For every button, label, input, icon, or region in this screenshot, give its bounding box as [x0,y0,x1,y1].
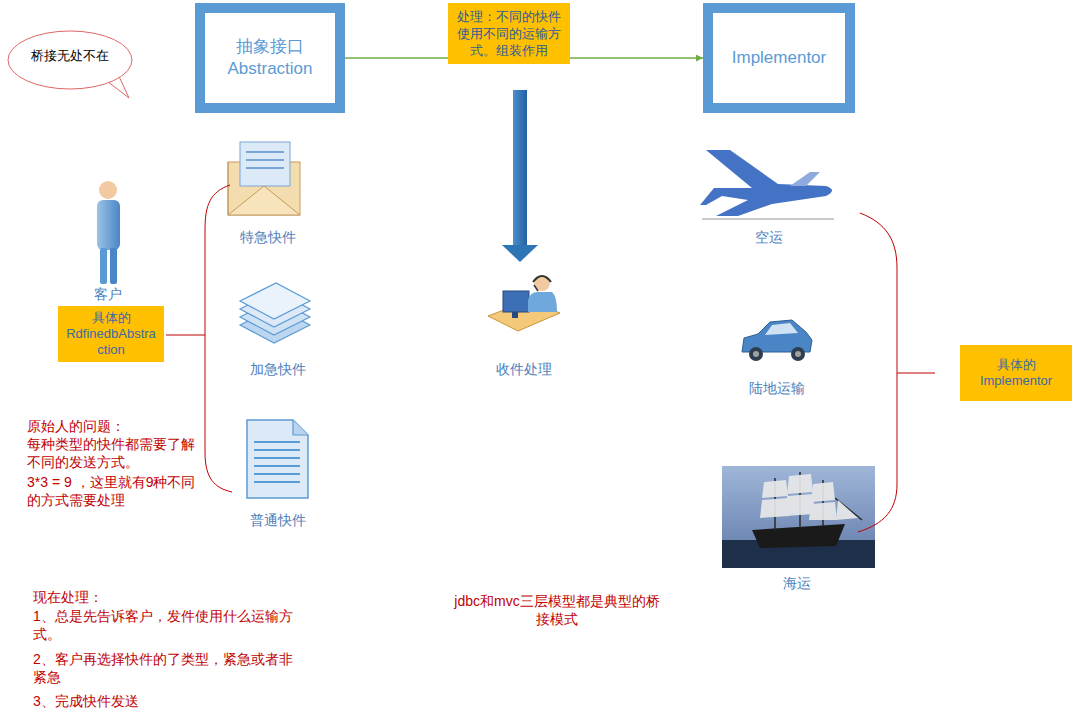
arrow-head [502,245,538,262]
customer-figure [97,181,120,284]
node-text: Implementor [732,47,826,69]
head [99,181,117,199]
node-text: RdfinedbAbstraction [64,326,158,358]
actor-label: 客户 [58,285,158,303]
icon-label: 陆地运输 [727,379,827,397]
icon-label: 特急快件 [218,228,318,246]
concrete-implementor-tag: 具体的Implementor [960,345,1072,401]
leg [110,248,117,284]
car-icon [742,320,812,361]
note-heading: 原始人的问题： [27,417,199,435]
letter [240,142,290,186]
edge-label: 处理：不同的快件使用不同的运输方式。组装作用 [448,3,570,64]
note-heading: 现在处理： [33,588,293,606]
implementor-box: Implementor [703,3,855,113]
envelope-icon [228,142,300,215]
note-text: 1、总是先告诉客户，发件使用什么运输方式。 [33,607,293,643]
arrow-shaft [513,90,527,246]
body [97,200,120,250]
envelope-front [228,186,300,215]
right-bracket-tick [897,373,935,374]
note-text: 3*3 = 9 ，这里就有9种不同的方式需要处理 [27,473,199,509]
node-text: 具体的 [92,310,131,326]
abstraction-box: 抽象接口Abstraction [195,3,345,113]
icon-label: 空运 [719,228,819,246]
note-text: 每种类型的快件都需要了解不同的发送方式。 [27,435,199,471]
node-text: Implementor [980,373,1052,389]
note-text: 2、客户再选择快件的了类型，紧急或者非紧急 [33,650,293,686]
down-arrow [502,90,538,262]
right-bracket [858,213,897,532]
left-bracket-tick [166,335,205,336]
bracket-lines [166,185,935,532]
bubble-ellipse [8,31,132,89]
ship-picture [722,466,875,568]
paper-stack-icon [240,283,310,343]
node-text: 抽象接口 [236,36,304,58]
left-bracket [205,185,232,492]
icon-label: 收件处理 [474,360,574,378]
leg [100,248,107,284]
icon-label: 普通快件 [228,511,328,529]
note-text: 3、完成快件发送 [33,692,293,710]
icon-label: 海运 [747,574,847,592]
airplane-icon [700,150,834,219]
document-icon [247,420,308,498]
note-text: jdbc和mvc三层模型都是典型的桥接模式 [453,592,661,628]
icon-label: 加急快件 [228,360,328,378]
refined-abstraction-tag: 具体的RdfinedbAbstraction [58,306,164,362]
clerk-icon [488,275,560,331]
bubble-outline [5,28,135,100]
node-text: 具体的 [997,357,1036,373]
node-text: Abstraction [227,58,312,80]
speech-bubble: 桥接无处不在 [5,28,135,100]
node-text: 桥接无处不在 [31,48,109,64]
